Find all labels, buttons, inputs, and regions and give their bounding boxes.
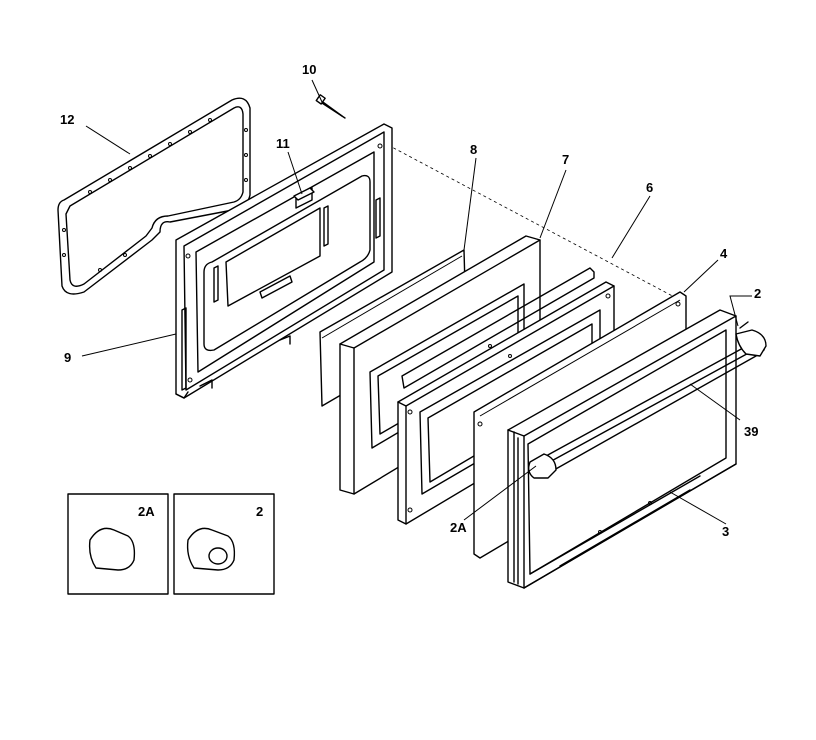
- inset-2-label: 2: [256, 504, 263, 519]
- leader-lines: [81, 79, 752, 525]
- callout-9: 9: [64, 350, 71, 365]
- part-9-inner-door-panel: [175, 123, 393, 399]
- alignment-line: [387, 144, 681, 301]
- inset-2a: 2A: [67, 493, 169, 595]
- end-cap-2-icon: [186, 527, 236, 571]
- part-12-door-gasket: [57, 97, 251, 295]
- callout-8: 8: [470, 142, 477, 157]
- part-2-door-handle: [527, 321, 767, 479]
- callout-11: 11: [276, 136, 290, 151]
- end-cap-2a-icon: [88, 527, 136, 571]
- callout-7: 7: [562, 152, 569, 167]
- callout-2a: 2A: [450, 520, 467, 535]
- part-11-bracket: [293, 187, 315, 201]
- callout-4: 4: [720, 246, 728, 261]
- callout-12: 12: [60, 112, 74, 127]
- callout-6: 6: [646, 180, 653, 195]
- callout-2: 2: [754, 286, 761, 301]
- callout-39: 39: [744, 424, 758, 439]
- callout-3: 3: [722, 524, 729, 539]
- part-3-outer-door-frame: [507, 309, 737, 589]
- inset-2a-label: 2A: [138, 504, 155, 519]
- inset-2: 2: [173, 493, 275, 595]
- callout-10: 10: [302, 62, 316, 77]
